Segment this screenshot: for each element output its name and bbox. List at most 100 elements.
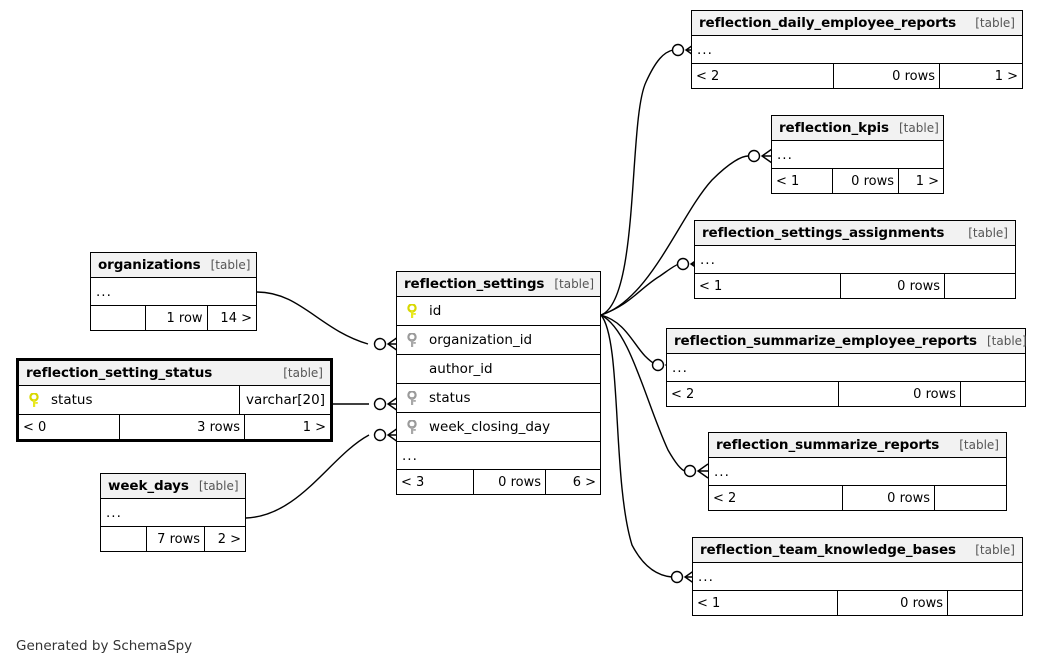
table-footer: < 2 0 rows [709,486,1006,510]
footer-parent-count: < 1 [697,595,721,611]
footer-row-count: 0 rows [838,382,960,406]
table-header: reflection_settings_assignments [table] [695,221,1015,246]
table-footer: < 1 0 rows [695,274,1015,298]
edge-endpoint-circle [683,464,697,478]
table-header: reflection_team_knowledge_bases [table] [693,538,1022,563]
columns-ellipsis: ... [667,354,1025,382]
table-name: week_days [108,478,189,494]
table-name: reflection_team_knowledge_bases [700,542,956,558]
key-icon-gray [397,332,427,348]
table-column-row-organization-id[interactable]: organization_id [397,326,600,355]
footer-row-count: 1 row [145,306,206,330]
column-type: varchar[20] [238,386,330,414]
column-name: week_closing_day [429,419,551,435]
footer-row-count: 0 rows [840,274,944,298]
edge-reflection-settings-to-settings-assignments [600,263,680,316]
footer-row-count: 3 rows [119,415,244,439]
footer-child-count [934,486,1006,510]
table-node-week-days[interactable]: week_days [table] ... 7 rows 2 > [100,473,246,552]
footer-row-count: 0 rows [832,169,898,193]
footer-parent-count [101,527,146,551]
edge-reflection-settings-to-summarize-employee-reports [600,314,656,365]
table-column-row[interactable]: status varchar[20] [19,386,330,415]
footer-child-count [947,591,1022,615]
table-column-row-id[interactable]: id [397,297,600,326]
footer-child-count: 6 > [545,470,600,494]
table-footer: < 1 0 rows 1 > [772,169,943,193]
table-kind-label: [table] [975,16,1015,30]
footer-row-count: 7 rows [146,527,204,551]
edge-reflection-settings-to-team-knowledge-bases [600,314,673,578]
table-header: organizations [table] [91,253,256,278]
table-node-reflection-settings[interactable]: reflection_settings [table] id [396,271,601,495]
columns-ellipsis: ... [709,458,1006,486]
footer-child-count: 2 > [204,527,245,551]
table-name: reflection_settings [404,276,545,292]
key-icon-gray [397,419,427,435]
edge-endpoint-circle [651,358,665,372]
table-node-reflection-settings-assignments[interactable]: reflection_settings_assignments [table] … [694,220,1016,299]
edge-organizations-to-reflection-settings [256,291,369,345]
table-name: organizations [98,257,201,273]
table-node-reflection-summarize-employee-reports[interactable]: reflection_summarize_employee_reports [t… [666,328,1027,407]
columns-ellipsis: ... [772,141,943,169]
table-footer: < 3 0 rows 6 > [397,470,600,494]
table-node-reflection-setting-status[interactable]: reflection_setting_status [table] status… [16,358,333,442]
table-footer: < 2 0 rows 1 > [692,64,1022,88]
table-column-row-status[interactable]: status [397,384,600,413]
footer-child-count: 1 > [939,64,1022,88]
footer-parent-count: < 2 [671,386,695,402]
table-kind-label: [table] [210,258,251,272]
table-kind-label: [table] [198,479,239,493]
key-icon-yellow [397,303,427,319]
table-name: reflection_daily_employee_reports [699,15,957,31]
footer-child-count: 14 > [206,306,256,330]
table-header: reflection_setting_status [table] [19,361,330,386]
edge-endpoint-circle [676,257,690,271]
footer-child-count [960,382,1025,406]
table-footer: 1 row 14 > [91,306,256,330]
table-column-row-author-id[interactable]: author_id [397,355,600,384]
generated-by-label: Generated by SchemaSpy [16,638,193,654]
footer-row-count: 0 rows [842,486,934,510]
column-name: author_id [429,361,493,377]
footer-row-count: 0 rows [837,591,947,615]
edge-endpoint-circle [747,149,761,163]
footer-row-count: 0 rows [473,470,545,494]
footer-parent-count: < 1 [776,173,800,189]
table-name: reflection_settings_assignments [702,225,945,241]
edge-endpoint-circle [670,570,684,584]
table-column-row-week-closing-day[interactable]: week_closing_day [397,413,600,442]
footer-parent-count [91,306,145,330]
footer-parent-count: < 0 [23,419,47,435]
column-name: organization_id [429,332,533,348]
table-kind-label: [table] [959,438,999,452]
table-node-reflection-kpis[interactable]: reflection_kpis [table] ... < 1 0 rows 1… [771,115,944,194]
column-name: id [429,303,442,319]
table-header: reflection_daily_employee_reports [table… [692,11,1022,36]
table-kind-label: [table] [899,121,939,135]
columns-ellipsis: ... [693,563,1022,591]
footer-parent-count: < 2 [713,490,737,506]
edge-reflection-settings-to-daily-employee-reports [600,49,674,316]
columns-ellipsis: ... [101,499,245,527]
table-name: reflection_summarize_employee_reports [674,333,977,349]
columns-ellipsis: ... [397,442,600,470]
table-name: reflection_summarize_reports [716,437,940,453]
table-node-reflection-daily-employee-reports[interactable]: reflection_daily_employee_reports [table… [691,10,1023,89]
column-name: status [429,390,471,406]
table-footer: < 2 0 rows [667,382,1025,406]
table-node-reflection-summarize-reports[interactable]: reflection_summarize_reports [table] ...… [708,432,1007,511]
table-header: reflection_summarize_reports [table] [709,433,1006,458]
key-icon-gray [397,390,427,406]
table-node-reflection-team-knowledge-bases[interactable]: reflection_team_knowledge_bases [table] … [692,537,1023,616]
key-icon-yellow [19,392,49,408]
table-name: reflection_kpis [779,120,889,136]
columns-ellipsis: ... [91,278,256,306]
columns-ellipsis: ... [695,246,1015,274]
table-node-organizations[interactable]: organizations [table] ... 1 row 14 > [90,252,257,331]
table-header: reflection_summarize_employee_reports [t… [667,329,1027,354]
table-kind-label: [table] [986,334,1027,348]
table-kind-label: [table] [283,366,323,380]
